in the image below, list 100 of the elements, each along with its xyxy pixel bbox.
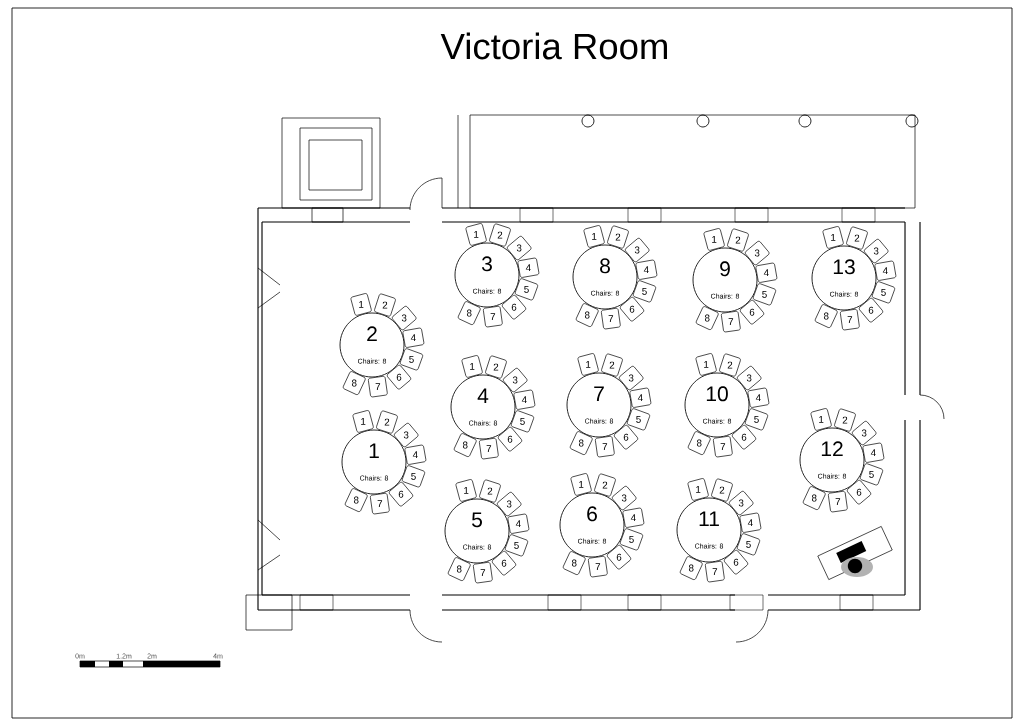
chair: 1: [687, 478, 709, 501]
chair: 3: [393, 422, 419, 448]
chair: 2: [727, 228, 749, 252]
chair: 4: [635, 259, 658, 280]
chair: 6: [491, 550, 517, 576]
chair: 8: [342, 371, 366, 395]
chair: 5: [736, 533, 761, 556]
chair: 5: [619, 528, 644, 551]
chair: 4: [874, 260, 897, 281]
chair: 6: [739, 299, 765, 325]
chair: 3: [744, 240, 770, 266]
chair: 5: [510, 410, 535, 433]
chair: 8: [447, 557, 471, 581]
chair: 4: [629, 387, 652, 408]
chair: 7: [479, 437, 499, 460]
chair: 7: [721, 310, 741, 333]
chair: 6: [497, 426, 523, 452]
chair: 2: [846, 226, 868, 250]
chair: 6: [501, 294, 527, 320]
chair: 3: [728, 490, 754, 516]
chair: 3: [736, 365, 762, 391]
chair: 2: [489, 223, 511, 247]
chair: 5: [626, 408, 651, 431]
chair: 4: [622, 507, 645, 528]
chair: 4: [739, 512, 762, 533]
chair: 6: [723, 549, 749, 575]
chair: 8: [814, 304, 838, 328]
chair: 8: [569, 431, 593, 455]
chair: 6: [846, 479, 872, 505]
chair: 4: [517, 257, 540, 278]
chair: 7: [370, 492, 390, 515]
chair: 3: [618, 365, 644, 391]
chair: 4: [507, 513, 530, 534]
chair: 5: [632, 280, 657, 303]
chair: 7: [473, 561, 493, 584]
chair: 3: [506, 235, 532, 261]
chair: 8: [575, 303, 599, 327]
chair: 3: [391, 305, 417, 331]
chair: 1: [461, 355, 483, 378]
chair: 1: [455, 479, 477, 502]
chair: 7: [601, 307, 621, 330]
chair: 1: [570, 473, 592, 496]
title: Victoria Room: [440, 32, 667, 60]
chair: 1: [583, 225, 605, 248]
chair: 3: [611, 485, 637, 511]
chair: 7: [368, 375, 388, 398]
chair: 7: [483, 305, 503, 328]
chair: 5: [401, 465, 426, 488]
chair: 8: [679, 556, 703, 580]
chair: 4: [513, 389, 536, 410]
chair: 1: [695, 353, 717, 376]
chair: 2: [601, 353, 623, 377]
chair: 7: [828, 490, 848, 513]
chair: 1: [350, 293, 372, 316]
chair: 3: [863, 238, 889, 264]
chair: 1: [465, 223, 487, 246]
chair: 4: [862, 442, 885, 463]
chair: 3: [502, 367, 528, 393]
chair: 2: [376, 410, 398, 434]
chair: 2: [711, 478, 733, 502]
chair: 7: [588, 555, 608, 578]
chair: 6: [731, 424, 757, 450]
chair: 3: [624, 237, 650, 263]
chair: 2: [374, 293, 396, 317]
chair: 5: [399, 348, 424, 371]
chair: 6: [606, 544, 632, 570]
chair: 8: [687, 431, 711, 455]
chair: 8: [457, 301, 481, 325]
chair: 4: [755, 262, 778, 283]
chair: 2: [834, 408, 856, 432]
chair: 5: [752, 283, 777, 306]
chair: 7: [705, 560, 725, 583]
chair: 6: [388, 481, 414, 507]
chair: 8: [695, 306, 719, 330]
chair: 7: [713, 435, 733, 458]
chair: 2: [719, 353, 741, 377]
chair: 8: [344, 488, 368, 512]
chair: 2: [607, 225, 629, 249]
chair: 1: [577, 353, 599, 376]
chair: 1: [822, 226, 844, 249]
chair: 4: [404, 444, 427, 465]
chair: 1: [703, 228, 725, 251]
chair: 7: [840, 308, 860, 331]
chair: 4: [747, 387, 770, 408]
chair: 6: [858, 297, 884, 323]
chair: 8: [802, 486, 826, 510]
chair: 2: [479, 479, 501, 503]
chair: 5: [859, 463, 884, 486]
chair: 2: [594, 473, 616, 497]
chair: 8: [562, 551, 586, 575]
chair: 1: [352, 410, 374, 433]
chair: 8: [453, 433, 477, 457]
chair: 7: [595, 435, 615, 458]
chair: 5: [744, 408, 769, 431]
chair: 3: [496, 491, 522, 517]
chair: 6: [613, 424, 639, 450]
chair: 5: [514, 278, 539, 301]
chair: 2: [485, 355, 507, 379]
chair: 5: [504, 534, 529, 557]
chair: 3: [851, 420, 877, 446]
